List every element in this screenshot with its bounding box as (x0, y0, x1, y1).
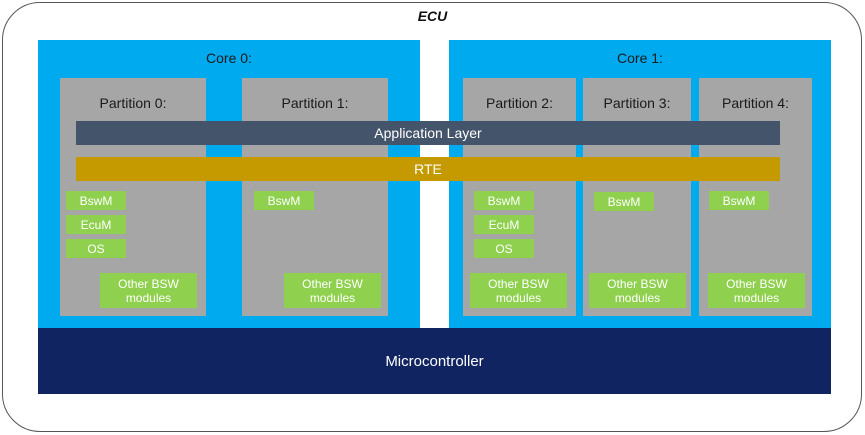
application-layer-bar: Application Layer (76, 121, 780, 145)
partition-2-ecum: EcuM (474, 215, 534, 234)
partition-2-label: Partition 2: (486, 95, 553, 111)
other-bsw-line2: modules (125, 290, 172, 305)
partition-0-label: Partition 0: (99, 95, 167, 111)
other-bsw-line1: Other BSW (488, 276, 549, 291)
other-bsw-line2: modules (495, 290, 542, 305)
partition-0-os: OS (66, 239, 126, 258)
rte-bar: RTE (76, 157, 780, 181)
other-bsw-line2: modules (733, 290, 780, 305)
partition-4-bswm: BswM (709, 191, 769, 210)
partition-2-bswm: BswM (474, 191, 534, 210)
other-bsw-line1: Other BSW (118, 276, 179, 291)
microcontroller-label: Microcontroller (385, 352, 484, 370)
partition-0-ecum: EcuM (66, 215, 126, 234)
other-bsw-line1: Other BSW (726, 276, 787, 291)
other-bsw-line1: Other BSW (607, 276, 668, 291)
application-layer-label: Application Layer (374, 125, 482, 141)
partition-0-bswm: BswM (66, 191, 126, 210)
core-1-label: Core 1: (617, 50, 663, 66)
partition-3-bswm: BswM (594, 192, 654, 211)
rte-label: RTE (414, 161, 442, 177)
other-bsw-line2: modules (309, 290, 356, 305)
partition-2-os: OS (474, 239, 534, 258)
other-bsw-line2: modules (614, 290, 661, 305)
partition-1-label: Partition 1: (281, 95, 349, 111)
ecu-title: ECU (417, 8, 448, 24)
other-bsw-line1: Other BSW (302, 276, 363, 291)
partition-1-bswm: BswM (254, 191, 314, 210)
partition-3-label: Partition 3: (603, 95, 671, 111)
partition-4-label: Partition 4: (722, 95, 789, 111)
microcontroller-bar: Microcontroller (38, 328, 831, 394)
core-0-label: Core 0: (206, 50, 252, 66)
